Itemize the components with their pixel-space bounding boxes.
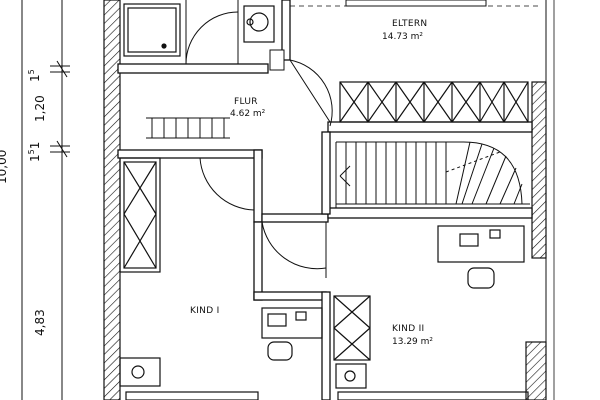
dimension-1-5-top: 15 xyxy=(27,69,42,82)
bed-kind2 xyxy=(335,363,529,400)
washbasin xyxy=(243,5,275,43)
bathroom-door xyxy=(185,0,239,65)
flur-stairs xyxy=(146,117,230,139)
bed-kind1 xyxy=(119,357,259,400)
dimension-lines xyxy=(21,0,70,400)
room-flur-area: 4.62 m² xyxy=(230,109,266,119)
shower xyxy=(123,3,181,57)
room-flur-name: FLUR xyxy=(234,97,258,107)
room-eltern-name: ELTERN xyxy=(392,19,428,29)
kind2-door xyxy=(261,221,327,278)
dimension-1-5-bot: 151 xyxy=(27,141,42,162)
staircase xyxy=(335,141,530,208)
desk-kind2 xyxy=(437,225,525,289)
eltern-bed xyxy=(345,0,487,7)
dimension-1-20: 1,20 xyxy=(33,95,47,122)
desk-kind1 xyxy=(261,307,323,361)
eltern-cabinet xyxy=(339,81,529,123)
room-kind2-name: KIND II xyxy=(392,324,425,334)
kind1-door xyxy=(199,157,255,211)
room-eltern-area: 14.73 m² xyxy=(382,32,424,42)
kind2-wardrobe xyxy=(333,295,371,361)
kind1-wardrobe xyxy=(119,157,161,273)
room-kind2-area: 13.29 m² xyxy=(392,337,434,347)
eltern-door xyxy=(269,49,333,127)
room-kind1-name: KIND I xyxy=(190,306,220,316)
interior-walls xyxy=(117,0,533,400)
dimension-total-cut: 10,00 xyxy=(0,149,9,184)
dimension-4-83: 4,83 xyxy=(33,309,47,336)
